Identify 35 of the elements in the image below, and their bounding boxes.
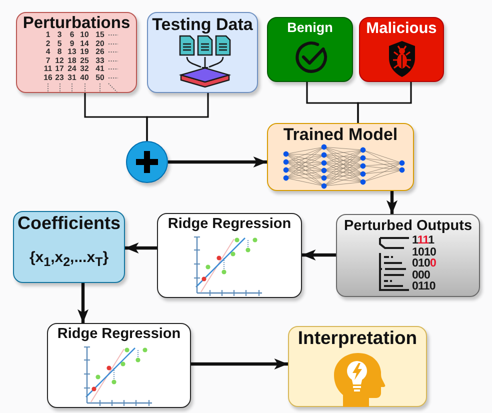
box-title: Interpretation: [298, 329, 418, 348]
box-title: Perturbations: [22, 15, 130, 32]
input-box: [147, 12, 258, 93]
result-box: [288, 326, 427, 407]
arrow: [78, 283, 88, 323]
arrow: [125, 242, 157, 254]
arrow: [168, 156, 267, 168]
box-title: Malicious: [366, 21, 437, 36]
arrow: [191, 358, 288, 370]
box-title: Perturbed Outputs: [344, 219, 472, 234]
binary-code-text: 0110: [412, 281, 436, 293]
box-title: Ridge Regression: [57, 327, 181, 342]
input-box: [16, 12, 137, 93]
regression-box: [47, 323, 191, 408]
regression-box: [157, 213, 302, 298]
box-title: Ridge Regression: [168, 217, 292, 232]
binary-code-text: 000: [412, 270, 430, 282]
box-title: Testing Data: [152, 16, 253, 33]
class-label-box: [267, 17, 353, 82]
coefficient-set-text: {x$_{1}$,x$_{2}$,...x$_{T}$}: [29, 250, 109, 268]
box-title: Trained Model: [283, 126, 398, 143]
box-title: Coefficients: [17, 214, 121, 232]
model-box: [267, 123, 414, 191]
junction-circle: [126, 141, 168, 183]
connector-line: [357, 82, 412, 123]
coefficients-box: [13, 211, 125, 283]
binary-code-text: 1010: [412, 246, 436, 258]
binary-code-text: 0100: [412, 258, 436, 270]
box-title: Benign: [287, 21, 333, 34]
binary-code-text: 1111: [412, 235, 434, 247]
arrow: [302, 250, 336, 260]
connector-line: [146, 93, 209, 141]
class-label-box: [359, 17, 444, 82]
output-box: [336, 214, 480, 297]
arrow: [386, 191, 398, 214]
